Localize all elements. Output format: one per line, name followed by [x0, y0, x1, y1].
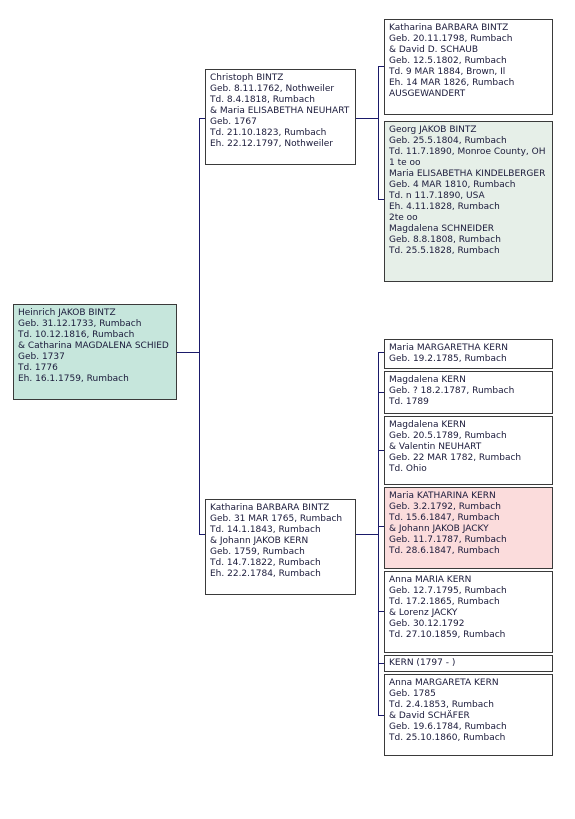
- person-box-grandchild-b5[interactable]: Anna MARIA KERN Geb. 12.7.1795, Rumbach …: [384, 571, 553, 653]
- person-death: Td. 14.1.1843, Rumbach: [210, 525, 321, 535]
- root-to-trunk-line: [176, 352, 200, 353]
- person-name: Georg JAKOB BINTZ: [389, 125, 477, 135]
- child-2-to-grandchild-7-line: [378, 715, 385, 716]
- child-2-branch-line: [378, 352, 379, 716]
- child-2-to-grandchild-6-line: [378, 663, 385, 664]
- person-birth: Geb. 8.11.1762, Nothweiler: [210, 84, 335, 94]
- child-2-to-grandchild-5-line: [378, 611, 385, 612]
- person-box-grandchild-b1[interactable]: Maria MARGARETHA KERN Geb. 19.2.1785, Ru…: [384, 339, 553, 369]
- person-name: Maria MARGARETHA KERN: [389, 343, 508, 353]
- spouse-death: Td. 21.10.1823, Rumbach: [210, 128, 327, 138]
- person-name: Katharina BARBARA BINTZ: [210, 503, 330, 513]
- spouse-death: Td. Ohio: [389, 464, 427, 474]
- person-name: Magdalena KERN: [389, 420, 466, 430]
- spouse-birth: Geb. 4 MAR 1810, Rumbach: [389, 180, 516, 190]
- person-name: Anna MARIA KERN: [389, 575, 472, 585]
- person-box-grandchild-a1[interactable]: Katharina BARBARA BINTZ Geb. 20.11.1798,…: [384, 19, 553, 115]
- spouse-birth: Geb. 19.6.1784, Rumbach: [389, 722, 507, 732]
- spouse-death: Td. 28.6.1847, Rumbach: [389, 546, 500, 556]
- person-box-root[interactable]: Heinrich JAKOB BINTZ Geb. 31.12.1733, Ru…: [13, 304, 177, 400]
- spouse-name: & Valentin NEUHART: [389, 442, 482, 452]
- person-death: Td. 2.4.1853, Rumbach: [389, 700, 494, 710]
- person-name: Anna MARGARETA KERN: [389, 678, 499, 688]
- marriage-date: Eh. 4.11.1828, Rumbach: [389, 202, 500, 212]
- person-birth: Geb. 20.5.1789, Rumbach: [389, 431, 507, 441]
- child-2-to-grandchild-4-line: [378, 526, 385, 527]
- marriage-date: Eh. 22.2.1784, Rumbach: [210, 569, 321, 579]
- spouse-birth: Geb. 8.8.1808, Rumbach: [389, 235, 501, 245]
- root-trunk-line: [199, 118, 200, 535]
- child-2-to-grandchild-2-line: [378, 392, 385, 393]
- spouse-birth: Geb. 1759, Rumbach: [210, 547, 305, 557]
- person-birth: Geb. 31 MAR 1765, Rumbach: [210, 514, 343, 524]
- spouse-death: Td. 27.10.1859, Rumbach: [389, 630, 506, 640]
- marriage-date: Eh. 22.12.1797, Nothweiler: [210, 139, 333, 149]
- person-death: Td. 8.4.1818, Rumbach: [210, 95, 315, 105]
- spouse-birth: Geb. 12.5.1802, Rumbach: [389, 56, 507, 66]
- spouse-name: Magdalena SCHNEIDER: [389, 224, 495, 234]
- spouse-name: & David SCHÄFER: [389, 711, 470, 721]
- spouse-name: Maria ELISABETHA KINDELBERGER: [389, 169, 546, 179]
- person-name: Magdalena KERN: [389, 375, 466, 385]
- person-box-child-2[interactable]: Katharina BARBARA BINTZ Geb. 31 MAR 1765…: [205, 499, 356, 595]
- child-2-to-grandchild-3-line: [378, 450, 385, 451]
- person-death: Td. 11.7.1890, Monroe County, OH: [389, 147, 546, 157]
- child-1-branch-line: [378, 66, 379, 200]
- person-box-grandchild-a2[interactable]: Georg JAKOB BINTZ Geb. 25.5.1804, Rumbac…: [384, 121, 553, 282]
- child-2-out-line: [355, 534, 379, 535]
- spouse-name: & Catharina MAGDALENA SCHIED: [18, 341, 169, 351]
- trunk-to-child-1-line: [199, 118, 206, 119]
- person-box-grandchild-b2[interactable]: Magdalena KERN Geb. ? 18.2.1787, Rumbach…: [384, 371, 553, 414]
- person-box-grandchild-b4[interactable]: Maria KATHARINA KERN Geb. 3.2.1792, Rumb…: [384, 487, 553, 569]
- child-1-out-line: [355, 118, 379, 119]
- spouse-birth: Geb. 30.12.1792: [389, 619, 465, 629]
- child-2-to-grandchild-1-line: [378, 352, 385, 353]
- person-birth: Geb. 12.7.1795, Rumbach: [389, 586, 507, 596]
- person-death: Td. 10.12.1816, Rumbach: [18, 330, 135, 340]
- person-box-grandchild-b3[interactable]: Magdalena KERN Geb. 20.5.1789, Rumbach &…: [384, 416, 553, 485]
- person-birth: Geb. 3.2.1792, Rumbach: [389, 502, 501, 512]
- person-name: KERN (1797 - ): [389, 658, 456, 668]
- spouse-name: & Johann JAKOB JACKY: [389, 524, 489, 534]
- spouse-birth: Geb. 11.7.1787, Rumbach: [389, 535, 507, 545]
- marriage-date: Eh. 16.1.1759, Rumbach: [18, 374, 129, 384]
- spouse-death: Td. n 11.7.1890, USA: [389, 191, 485, 201]
- person-birth: Geb. ? 18.2.1787, Rumbach: [389, 386, 515, 396]
- spouse-name: & Johann JAKOB KERN: [210, 536, 309, 546]
- person-box-grandchild-b7[interactable]: Anna MARGARETA KERN Geb. 1785 Td. 2.4.18…: [384, 674, 553, 756]
- spouse-death: Td. 25.10.1860, Rumbach: [389, 733, 506, 743]
- spouse-birth: Geb. 1767: [210, 117, 257, 127]
- spouse-death: Td. 14.7.1822, Rumbach: [210, 558, 321, 568]
- person-birth: Geb. 25.5.1804, Rumbach: [389, 136, 507, 146]
- person-name: Katharina BARBARA BINTZ: [389, 23, 509, 33]
- person-name: Maria KATHARINA KERN: [389, 491, 496, 501]
- person-name: Christoph BINTZ: [210, 73, 284, 83]
- child-1-to-grandchild-2-line: [378, 199, 385, 200]
- spouse-death: Td. 1776: [18, 363, 58, 373]
- person-birth: Geb. 20.11.1798, Rumbach: [389, 34, 513, 44]
- spouse-name: & Maria ELISABETHA NEUHART: [210, 106, 350, 116]
- person-box-grandchild-b6[interactable]: KERN (1797 - ): [384, 655, 553, 672]
- person-birth: Geb. 19.2.1785, Rumbach: [389, 354, 507, 364]
- spouse-death: Td. 9 MAR 1884, Brown, Il: [389, 67, 506, 77]
- spouse-birth: Geb. 1737: [18, 352, 65, 362]
- trunk-to-child-2-line: [199, 534, 206, 535]
- person-note: AUSGEWANDERT: [389, 89, 466, 99]
- marriage-date: Eh. 14 MAR 1826, Rumbach: [389, 78, 515, 88]
- person-death: Td. 15.6.1847, Rumbach: [389, 513, 500, 523]
- marriage-marker: 2te oo: [389, 213, 418, 223]
- person-birth: Geb. 1785: [389, 689, 436, 699]
- spouse-name: & David D. SCHAUB: [389, 45, 479, 55]
- person-name: Heinrich JAKOB BINTZ: [18, 308, 116, 318]
- person-death: Td. 1789: [389, 397, 429, 407]
- child-1-to-grandchild-1-line: [378, 66, 385, 67]
- spouse-death: Td. 25.5.1828, Rumbach: [389, 246, 500, 256]
- marriage-marker: 1 te oo: [389, 158, 421, 168]
- spouse-birth: Geb. 22 MAR 1782, Rumbach: [389, 453, 522, 463]
- spouse-name: & Lorenz JACKY: [389, 608, 458, 618]
- person-death: Td. 17.2.1865, Rumbach: [389, 597, 500, 607]
- person-birth: Geb. 31.12.1733, Rumbach: [18, 319, 142, 329]
- person-box-child-1[interactable]: Christoph BINTZ Geb. 8.11.1762, Nothweil…: [205, 69, 356, 165]
